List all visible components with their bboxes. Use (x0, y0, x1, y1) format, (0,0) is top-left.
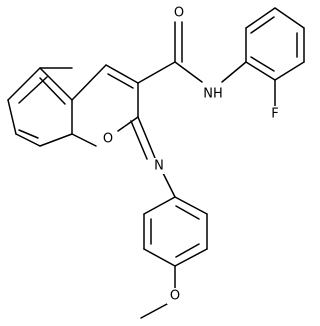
bond (174, 248, 208, 267)
amide-nh-label: NH (203, 87, 223, 102)
bond (174, 61, 203, 83)
imine-group (130, 116, 176, 198)
bond (107, 73, 134, 89)
ring-oxygen-label: O (103, 132, 113, 147)
bond (274, 7, 305, 29)
bond (137, 61, 176, 84)
bond (175, 243, 200, 258)
carboxamide-group (137, 21, 247, 84)
bond (117, 116, 139, 132)
bond (143, 196, 176, 215)
atom-labels: O NH F O N O (100, 5, 282, 304)
bond (162, 172, 176, 198)
bond (174, 196, 208, 215)
bond (130, 120, 148, 160)
bond (39, 133, 73, 147)
bond (250, 16, 275, 34)
bond (250, 56, 275, 72)
bond (15, 133, 41, 147)
bond (137, 116, 156, 159)
fluorophenyl-ring (245, 7, 305, 108)
bond (7, 99, 17, 135)
bond (105, 64, 139, 84)
bond (18, 129, 39, 139)
bond (245, 61, 276, 81)
bond (39, 67, 73, 101)
bond (143, 248, 176, 267)
imine-nitrogen-label: N (154, 159, 164, 174)
bond (221, 61, 247, 83)
bond (71, 64, 107, 101)
bond (245, 7, 276, 29)
bond (7, 67, 41, 101)
bond (274, 61, 305, 81)
bond (71, 133, 97, 147)
bond (175, 205, 200, 220)
pyran-ring (71, 64, 139, 147)
fluorine-label: F (271, 107, 278, 122)
bond (140, 303, 168, 319)
carbonyl-oxygen-label: O (174, 6, 184, 21)
methoxyphenyl-ring (140, 196, 208, 319)
benzo-ring (7, 67, 73, 147)
methoxy-oxygen-label: O (170, 289, 180, 304)
bond (39, 77, 66, 105)
